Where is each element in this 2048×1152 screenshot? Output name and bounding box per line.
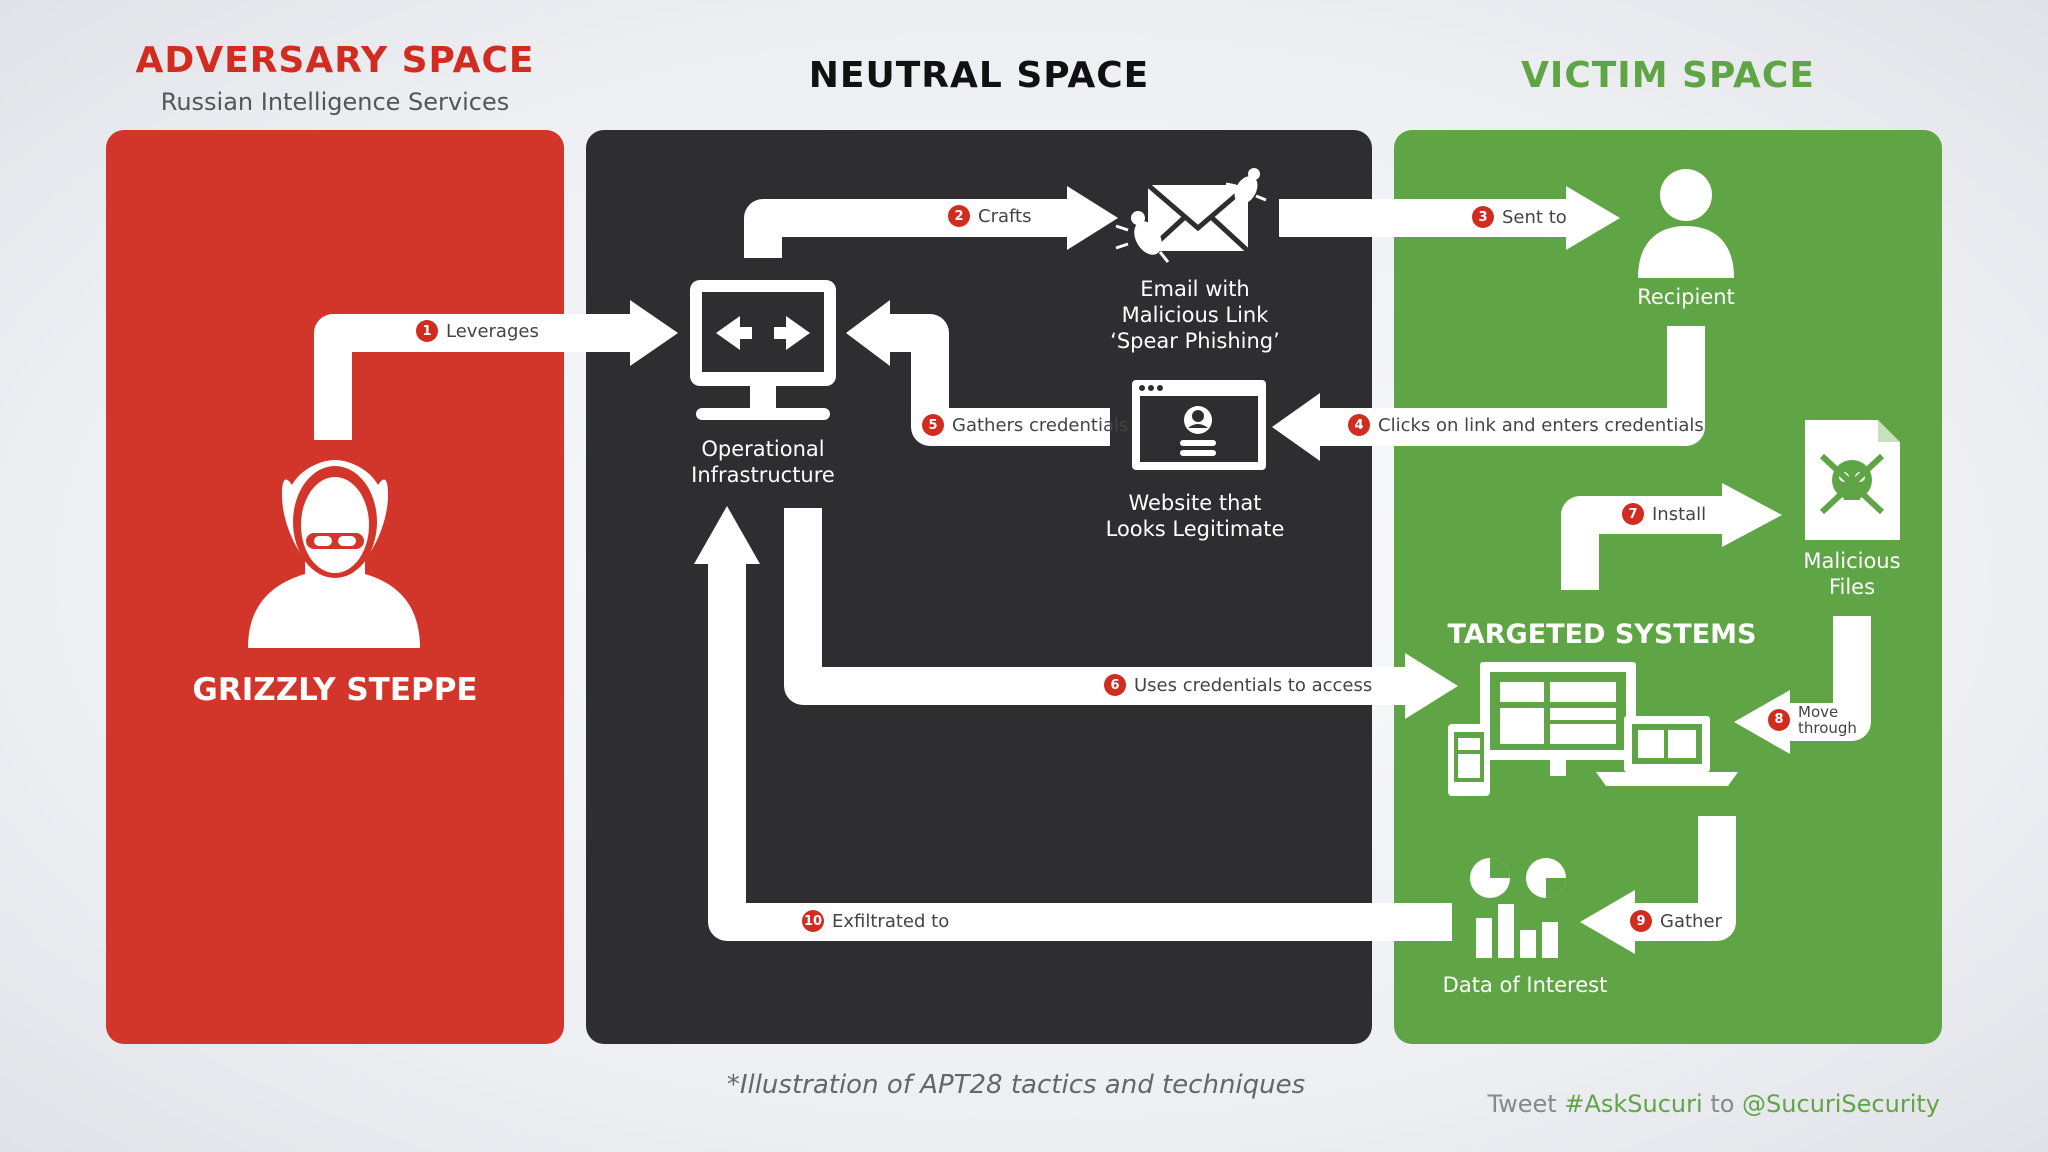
email-label: Email with Malicious Link ‘Spear Phishin… (1080, 276, 1310, 354)
step-7-badge: 7 (1622, 503, 1644, 525)
malicious-file-icon (1805, 420, 1900, 540)
step-4-label: Clicks on link and enters credentials (1378, 414, 1704, 436)
step-6-badge: 6 (1104, 674, 1126, 696)
arrow-gather (1625, 816, 1736, 941)
arrow-gathers-credentials (880, 314, 1110, 446)
step-10-label: Exfiltrated to (832, 910, 950, 932)
step-5-badge: 5 (922, 414, 944, 436)
step-6: 6 Uses credentials to access (1104, 674, 1372, 696)
arrowhead-move-through (1734, 690, 1790, 754)
arrowhead-exfiltrated (694, 506, 760, 564)
victim-title: VICTIM SPACE (1521, 55, 1815, 96)
adversary-title: ADVERSARY SPACE (135, 40, 535, 81)
arrowhead-install (1722, 483, 1782, 547)
website-label-line2: Looks Legitimate (1105, 517, 1285, 541)
email-label-line1: Email with (1140, 277, 1250, 301)
step-5: 5 Gathers credentials (922, 414, 1128, 436)
step-9-badge: 9 (1630, 910, 1652, 932)
actor-name: GRIZZLY STEPPE (192, 672, 478, 708)
arrowhead-crafts (1067, 186, 1118, 250)
website-icon (1132, 380, 1266, 470)
data-of-interest-label: Data of Interest (1442, 973, 1608, 997)
step-8-label-line1: Move (1798, 703, 1839, 721)
step-3-label: Sent to (1502, 206, 1567, 228)
step-9: 9 Gather (1630, 910, 1722, 932)
step-8-label-line2: through (1798, 719, 1857, 737)
email-label-line3: ‘Spear Phishing’ (1110, 329, 1280, 353)
email-label-line2: Malicious Link (1121, 303, 1269, 327)
step-10-badge: 10 (802, 910, 824, 932)
operational-infrastructure-label: Operational Infrastructure (691, 437, 835, 487)
neutral-title: NEUTRAL SPACE (808, 55, 1150, 96)
step-5-label: Gathers credentials (952, 414, 1129, 436)
step-8-label: Move through (1798, 704, 1857, 736)
malicious-files-label: Malicious Files (1790, 548, 1914, 600)
step-3: 3 Sent to (1472, 206, 1567, 228)
step-2-label: Crafts (978, 205, 1032, 227)
step-7-label: Install (1652, 503, 1707, 525)
arrow-leverages (314, 314, 640, 440)
recipient-icon (1638, 169, 1734, 278)
arrow-uses-credentials (784, 508, 1415, 705)
tweet-line: Tweet #AskSucuri to @SucuriSecurity (1440, 1090, 1940, 1118)
arrowhead-gather (1580, 890, 1635, 954)
arrow-crafts (744, 199, 1075, 258)
step-3-badge: 3 (1472, 206, 1494, 228)
step-8: 8 Move through (1768, 704, 1857, 736)
arrowhead-uses-credentials (1405, 653, 1458, 719)
caption: *Illustration of APT28 tactics and techn… (726, 1070, 1306, 1100)
email-bug-icon (1115, 168, 1267, 263)
step-9-label: Gather (1660, 910, 1722, 932)
step-10: 10 Exfiltrated to (802, 910, 949, 932)
to-word: to (1710, 1090, 1735, 1118)
server-monitor-icon (690, 280, 836, 420)
step-1-label: Leverages (446, 320, 539, 342)
targeted-systems-title: TARGETED SYSTEMS (1447, 619, 1757, 650)
adversary-subtitle: Russian Intelligence Services (160, 88, 510, 116)
arrow-move-through (1780, 616, 1871, 741)
step-4: 4 Clicks on link and enters credentials (1348, 414, 1704, 436)
arrowhead-sent-to (1566, 186, 1620, 250)
website-label: Website that Looks Legitimate (1080, 490, 1310, 542)
step-6-label: Uses credentials to access (1134, 674, 1373, 696)
arrow-clicks-link (1310, 326, 1705, 446)
data-chart-icon (1470, 858, 1566, 958)
step-8-badge: 8 (1768, 709, 1790, 731)
devices-icon (1448, 662, 1738, 796)
malicious-files-line1: Malicious (1803, 549, 1901, 573)
step-2-badge: 2 (948, 205, 970, 227)
step-2: 2 Crafts (948, 205, 1031, 227)
website-label-line1: Website that (1128, 491, 1262, 515)
arrowhead-leverages (630, 300, 678, 366)
handle-link[interactable]: @SucuriSecurity (1742, 1090, 1940, 1118)
step-1-badge: 1 (416, 320, 438, 342)
step-1: 1 Leverages (416, 320, 539, 342)
arrowhead-clicks-link (1272, 393, 1320, 461)
malicious-files-line2: Files (1828, 575, 1876, 599)
arrow-exfiltrated (708, 560, 1452, 941)
step-7: 7 Install (1622, 503, 1706, 525)
recipient-label: Recipient (1637, 285, 1735, 309)
tweet-word: Tweet (1487, 1090, 1557, 1118)
hacker-icon (248, 460, 420, 648)
arrowhead-gathers-credentials (846, 300, 890, 366)
arrow-install (1561, 496, 1730, 590)
step-4-badge: 4 (1348, 414, 1370, 436)
hashtag-link[interactable]: #AskSucuri (1564, 1090, 1703, 1118)
